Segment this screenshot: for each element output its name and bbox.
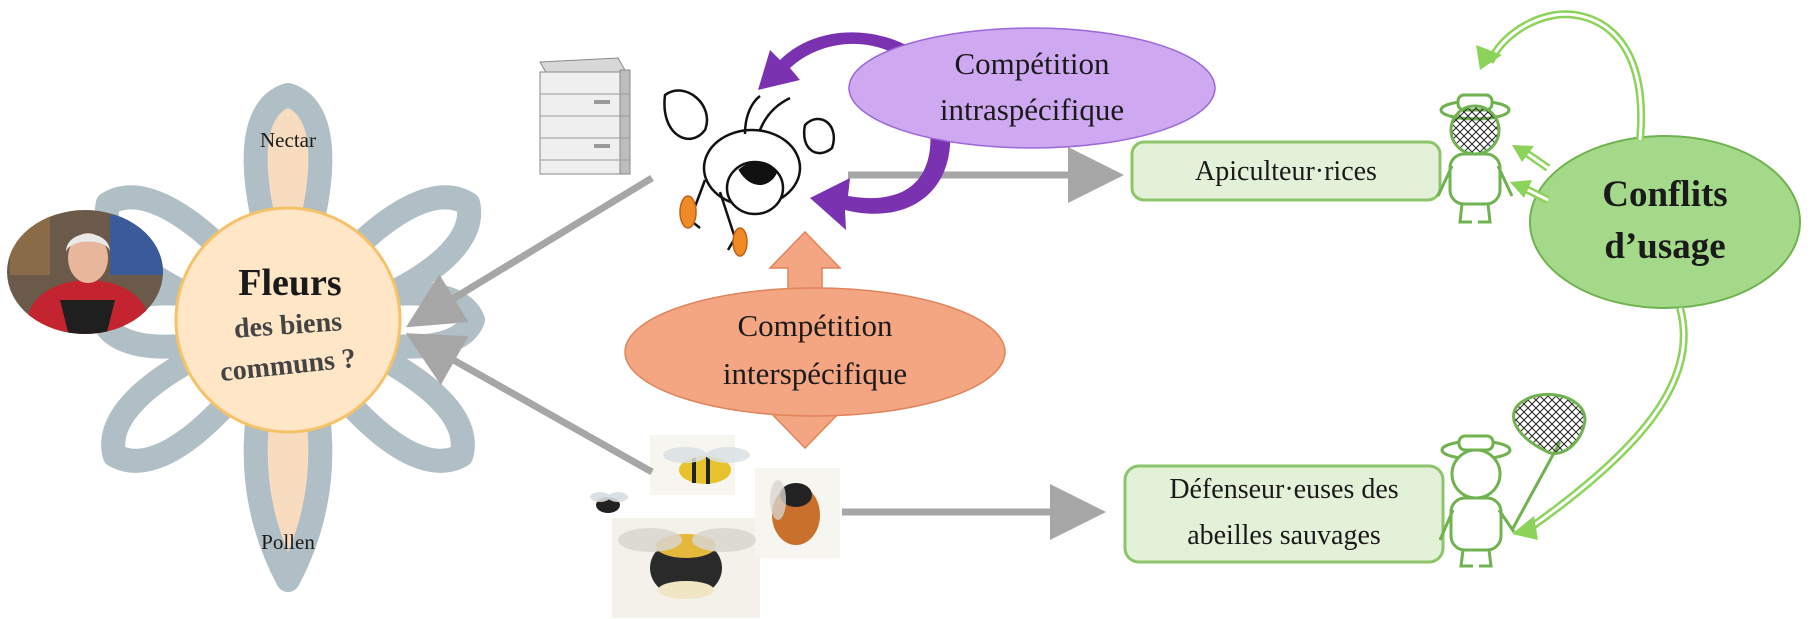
arrow-honeybee-to-flower (406, 175, 654, 328)
defenders-line2: abeilles sauvages (1187, 520, 1381, 551)
pollen-label: Pollen (261, 530, 315, 554)
wild-bees-icon (590, 435, 840, 618)
beekeepers-label: Apiculteur·rices (1195, 156, 1377, 187)
small-bee (590, 492, 628, 513)
green-arrows (1486, 10, 1688, 532)
conflicts-line1: Conflits (1602, 174, 1728, 215)
hive-icon (539, 57, 631, 175)
conflicts-ellipse (1529, 135, 1801, 309)
bumblebee (618, 528, 756, 599)
inter-competition-line1: Compétition (737, 308, 893, 343)
purple-arrow-top (758, 32, 915, 90)
wasp-bee (663, 447, 750, 484)
defenders-box (1123, 464, 1445, 564)
butterfly-net-icon (1510, 392, 1587, 531)
conflicts-line2: d’usage (1604, 226, 1726, 267)
flower-title: Fleurs (238, 262, 342, 304)
intra-arrows (758, 32, 951, 230)
honeybee-icon (663, 89, 835, 257)
nectar-label: Nectar (260, 128, 316, 152)
defenders-line1: Défenseur·euses des (1169, 474, 1399, 505)
intra-competition-line2: intraspécifique (939, 92, 1125, 127)
inter-competition-line2: interspécifique (722, 356, 908, 391)
portrait-photo (7, 210, 163, 334)
gray-arrows (405, 147, 1124, 540)
person-icon-top (1436, 93, 1514, 224)
arrow-wildbees-to-flower (405, 333, 654, 476)
green-arrow-heads (1476, 45, 1538, 540)
person-icon-bottom (1438, 434, 1516, 568)
flower-center (174, 206, 402, 434)
beekeepers-box (1130, 140, 1442, 202)
intra-competition-line1: Compétition (954, 46, 1110, 81)
purple-arrow-bottom (810, 128, 951, 230)
inter-competition-ellipse (624, 287, 1006, 417)
intra-competition-ellipse (848, 27, 1216, 149)
mason-bee (770, 480, 820, 545)
